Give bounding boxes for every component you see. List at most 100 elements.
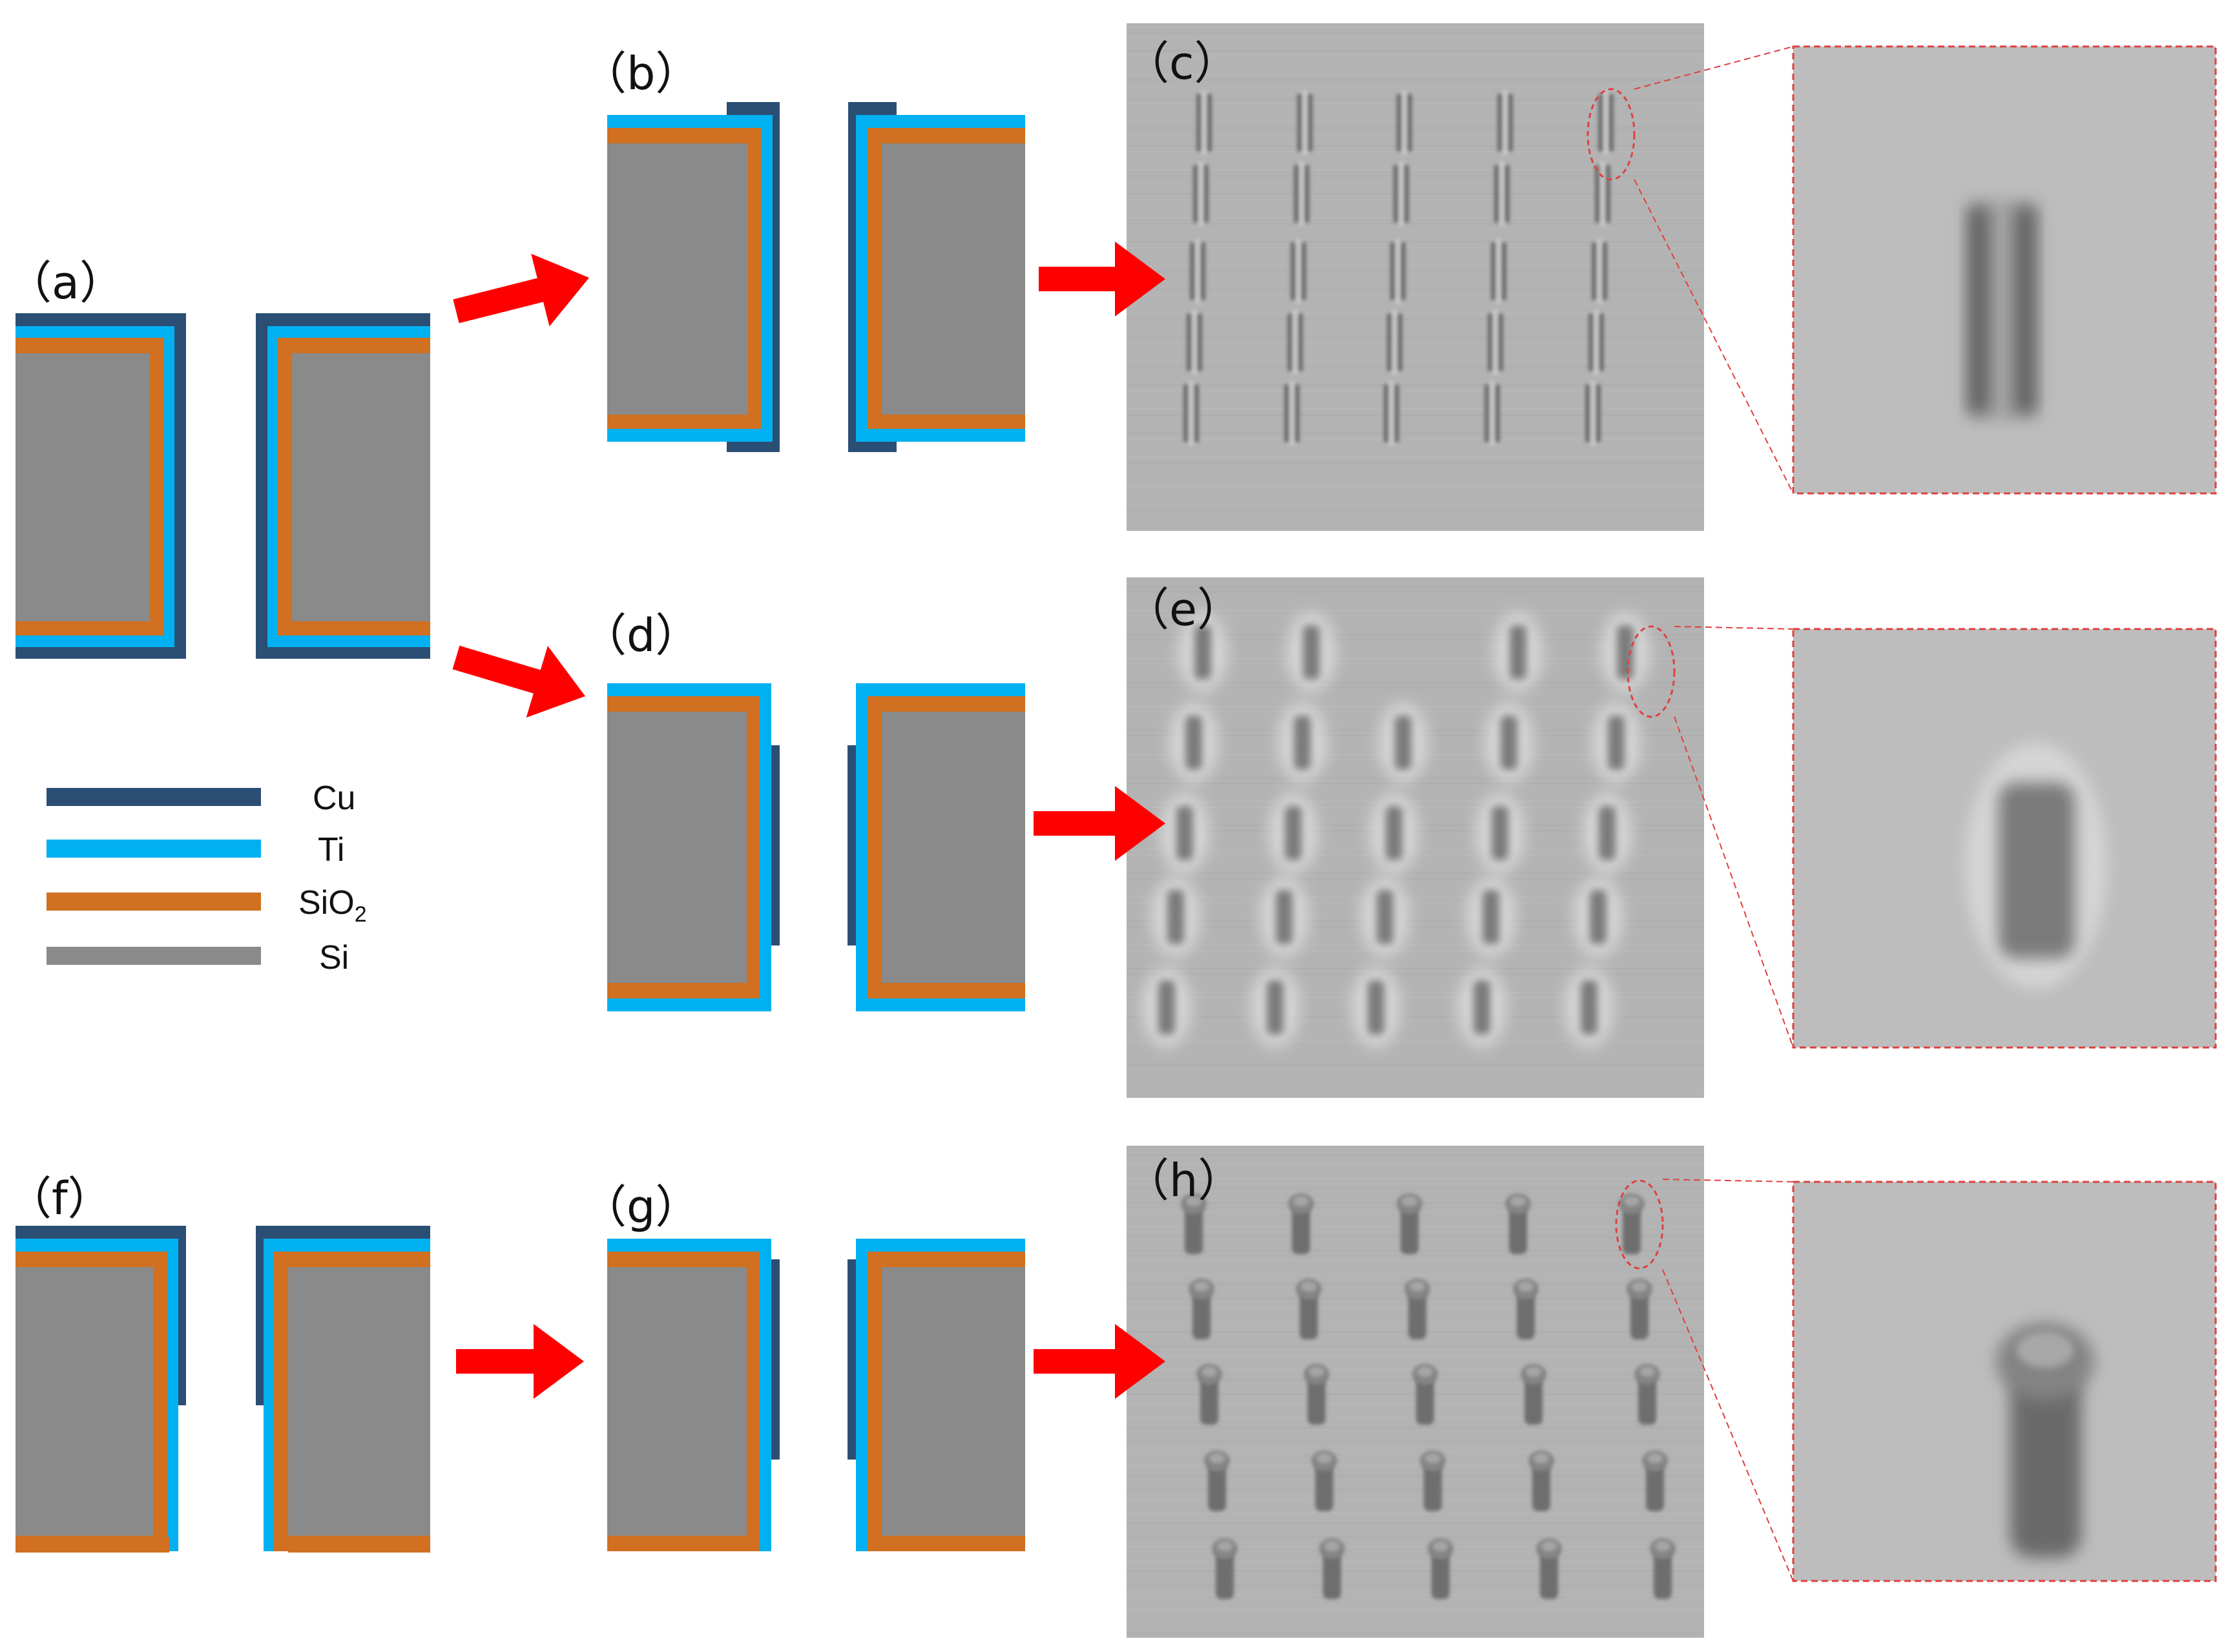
- sem-texture: [1127, 634, 1704, 635]
- zoom-marker: [1615, 1179, 1664, 1270]
- sem-texture: [1127, 1417, 1704, 1419]
- sem-texture: [1127, 586, 1704, 588]
- si-core: [882, 1267, 1025, 1536]
- sem-texture: [1127, 1474, 1704, 1476]
- sem-texture: [1127, 456, 1704, 458]
- si-core: [292, 353, 430, 621]
- nanohole: [1297, 90, 1313, 155]
- sem-texture: [1127, 1393, 1704, 1395]
- partially-filled-hole: [1574, 877, 1623, 957]
- cu-side-a-right: [256, 313, 267, 659]
- copper-pillar: [1311, 1451, 1337, 1511]
- sem-texture: [1127, 26, 1704, 28]
- sem-texture: [1127, 1594, 1704, 1596]
- partially-filled-hole: [1269, 793, 1318, 873]
- panel-label-c: （c）: [1124, 37, 1240, 90]
- partially-filled-hole: [1160, 793, 1209, 873]
- copper-pillar: [1204, 1451, 1230, 1511]
- sem-texture: [1127, 151, 1704, 153]
- sem-texture: [1127, 997, 1704, 999]
- pillar-a-inner: [16, 326, 430, 647]
- legend-swatch-ti: [47, 840, 261, 858]
- nanohole: [1294, 161, 1309, 226]
- legend-swatch-sio2: [47, 893, 261, 911]
- sem-texture: [1127, 1154, 1704, 1156]
- cu-bottom-a-left: [16, 647, 186, 659]
- copper-pillar: [1642, 1451, 1668, 1511]
- sem-texture: [1127, 944, 1704, 946]
- sem-texture: [1127, 486, 1704, 488]
- partially-filled-hole: [1457, 967, 1506, 1048]
- sio2-layer: [868, 1537, 1025, 1551]
- copper-pillar: [1397, 1193, 1422, 1254]
- zoom-inset-e: [1674, 626, 2217, 1049]
- sem-texture: [1127, 127, 1704, 129]
- partially-filled-hole: [1484, 703, 1534, 783]
- copper-pillar: [1181, 1193, 1207, 1254]
- sem-texture: [1127, 462, 1704, 464]
- copper-pillar: [1505, 1193, 1531, 1254]
- nanohole: [1384, 381, 1399, 446]
- copper-pillar: [1412, 1364, 1438, 1425]
- partially-filled-hole: [1475, 793, 1524, 873]
- sem-texture: [1127, 1178, 1704, 1180]
- arrow-g-to-h: [1034, 1324, 1165, 1399]
- arrow-right-icon: [1039, 242, 1165, 316]
- partially-filled-hole: [1378, 703, 1428, 783]
- sem-texture: [1127, 973, 1704, 975]
- copper-pillar: [1404, 1279, 1430, 1339]
- partially-filled-hole: [1466, 877, 1515, 957]
- nanohole: [1196, 90, 1212, 155]
- zoom-connector: [1634, 46, 1794, 90]
- sem-texture: [1127, 145, 1704, 147]
- zoom-inset-h: [1662, 1179, 2217, 1582]
- cu-layer: [848, 1259, 857, 1460]
- sem-texture: [1127, 1016, 1704, 1018]
- cu-layer: [771, 745, 780, 945]
- zoom-connector: [1662, 1179, 1794, 1182]
- sem-image-c: [1127, 23, 1704, 531]
- nanohole: [1393, 161, 1409, 226]
- partially-filled-hole: [1360, 877, 1409, 957]
- sem-texture: [1127, 1345, 1704, 1347]
- copper-pillar: [1521, 1364, 1546, 1425]
- sem-texture: [1127, 1451, 1704, 1452]
- si-core: [607, 1267, 747, 1536]
- panel-label-d: （d）: [581, 609, 700, 662]
- zoom-connector: [1674, 626, 1794, 630]
- sem-texture: [1127, 169, 1704, 171]
- nanohole: [1291, 239, 1306, 304]
- nanohole: [1397, 90, 1412, 155]
- sem-texture: [1127, 510, 1704, 511]
- nanohole: [1484, 381, 1500, 446]
- sem-texture: [1127, 806, 1704, 808]
- sem-texture: [1127, 902, 1704, 903]
- sio2-layer: [16, 1537, 169, 1553]
- cu-layer: [256, 313, 430, 326]
- copper-pillar: [1189, 1279, 1214, 1339]
- sem-texture: [1127, 193, 1704, 195]
- arrow-right-icon: [453, 253, 590, 327]
- si-core: [16, 353, 150, 621]
- sem-texture: [1127, 992, 1704, 994]
- sem-texture: [1127, 1188, 1704, 1190]
- sem-texture: [1127, 1570, 1704, 1572]
- pillar-f: [16, 1226, 430, 1553]
- copper-pillar: [1528, 1451, 1554, 1511]
- sem-texture: [1127, 782, 1704, 784]
- sem-texture: [1127, 175, 1704, 177]
- partially-filled-hole: [1287, 612, 1336, 692]
- cu-layer: [16, 1226, 186, 1239]
- sem-texture: [1127, 687, 1704, 688]
- arrow-right-icon: [456, 1324, 584, 1399]
- sem-texture: [1127, 854, 1704, 856]
- arrow-right-icon: [1034, 1324, 1165, 1399]
- copper-pillar: [1196, 1364, 1222, 1425]
- sem-texture: [1127, 896, 1704, 898]
- partially-filled-hole: [1260, 877, 1309, 957]
- nanohole: [1497, 90, 1513, 155]
- sem-texture: [1127, 1560, 1704, 1562]
- copper-pillar: [1627, 1279, 1652, 1339]
- nanohole: [1183, 381, 1199, 446]
